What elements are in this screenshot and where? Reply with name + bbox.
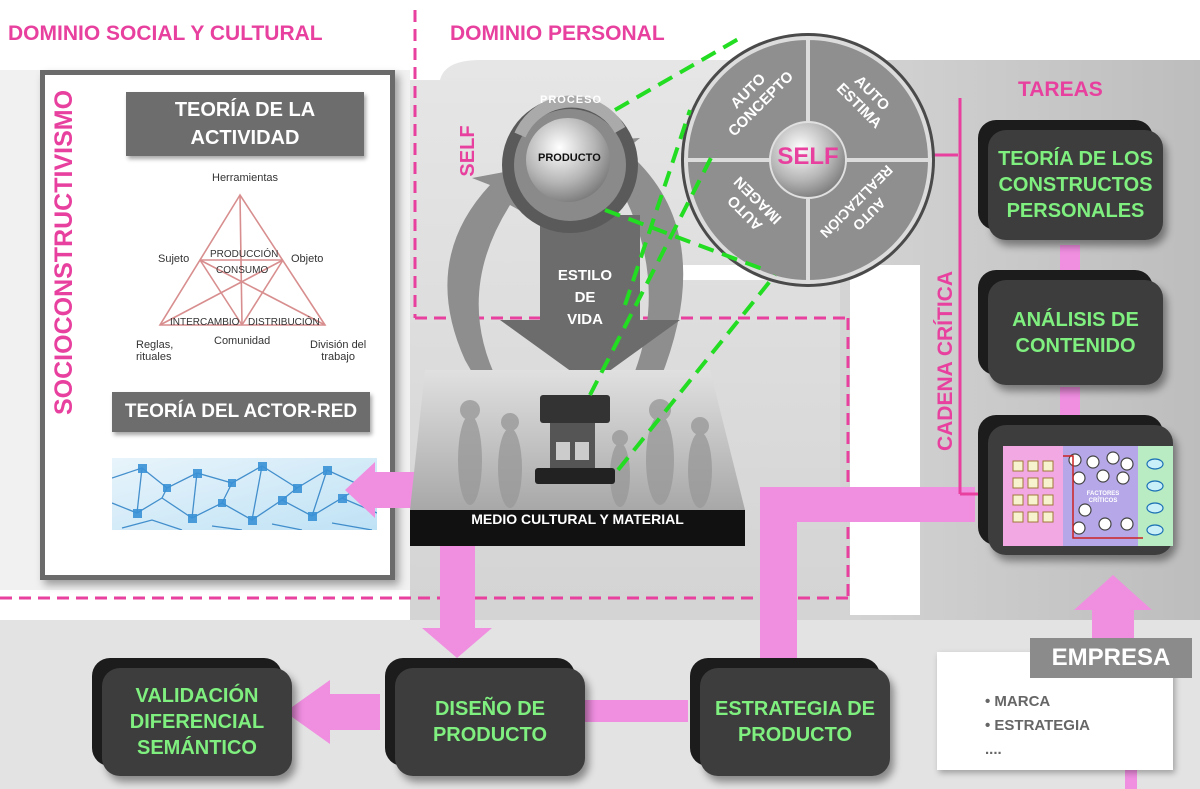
self-center-label: SELF	[777, 143, 839, 170]
analisis-label: ANÁLISIS DE CONTENIDO	[1012, 308, 1139, 357]
connector-estrategia-diseno	[583, 700, 688, 722]
estilo-arrow	[500, 215, 680, 385]
validacion-label: VALIDACIÓN DIFERENCIAL SEMÁNTICO	[129, 685, 265, 759]
triangle-herramientas: Herramientas	[212, 172, 279, 184]
empresa-title: EMPRESA	[1030, 638, 1192, 678]
diseno-label: DISEÑO DE PRODUCTO	[432, 698, 548, 746]
empresa-item-estrategia: • ESTRATEGIA	[985, 717, 1090, 734]
actor-network-image	[112, 458, 377, 530]
empresa-item-more: ....	[985, 741, 1002, 758]
analisis-box: ANÁLISIS DE CONTENIDO	[988, 280, 1163, 385]
wheel-quadrant-autoestima	[806, 35, 933, 162]
proceso-label: PROCESO	[540, 94, 603, 106]
left-cycle-arrow	[447, 170, 528, 395]
cadena-critica-label: CADENA CRÍTICA	[934, 270, 957, 452]
triangle-comunidad: Comunidad	[214, 335, 271, 347]
triangle-objeto: Objeto	[291, 253, 324, 265]
constructos-box: TEORÍA DE LOS CONSTRUCTOS PERSONALES	[988, 130, 1163, 240]
actor-network-title: TEORÍA DEL ACTOR-RED	[112, 392, 370, 432]
triangle-produccion: PRODUCCIÓN	[210, 249, 279, 260]
arrow-estrategia-to-cadena	[760, 487, 975, 665]
triangle-division: División del trabajo	[310, 339, 367, 363]
empresa-item-marca: • MARCA	[985, 693, 1051, 710]
connector-right-1	[1060, 245, 1080, 273]
triangle-consumo: CONSUMO	[216, 265, 269, 276]
estilo-de-vida-label: ESTILO DE VIDA	[557, 267, 613, 328]
connector-right-2	[1060, 387, 1080, 417]
factores-criticos-label: FACTORES CRÍTICOS	[1086, 491, 1120, 504]
cultural-medium-platform	[410, 370, 745, 546]
medio-cultural-label: MEDIO CULTURAL Y MATERIAL	[471, 511, 684, 527]
triangle-intercambio: INTERCAMBIO	[170, 317, 240, 328]
factores-criticos-image	[1003, 446, 1173, 546]
triangle-distribucion: DISTRIBUCIÓN	[248, 317, 320, 328]
constructos-label: TEORÍA DE LOS CONSTRUCTOS PERSONALES	[998, 148, 1153, 222]
wheel-quadrant-autoimagen	[683, 158, 810, 285]
arrow-medio-to-diseno	[422, 545, 492, 658]
triangle-reglas: Reglas, rituales	[136, 339, 174, 363]
tareas-label: TAREAS	[1018, 78, 1103, 101]
wheel-quadrant-autoconcepto	[683, 35, 810, 162]
producto-label: PRODUCTO	[538, 152, 601, 164]
arrow-to-actor-network	[345, 462, 418, 518]
personal-domain-label: DOMINIO PERSONAL	[450, 22, 665, 45]
wheel-quadrant-autorrealizacion	[806, 158, 933, 285]
right-cycle-arrow	[600, 138, 684, 430]
activity-triangle	[158, 193, 327, 326]
arrow-diseno-to-validacion	[285, 680, 380, 744]
diseno-box: DISEÑO DE PRODUCTO	[395, 668, 585, 776]
triangle-sujeto: Sujeto	[158, 253, 190, 265]
estrategia-box: ESTRATEGIA DE PRODUCTO	[700, 668, 890, 776]
activity-theory-title: TEORÍA DE LA ACTIVIDAD	[126, 92, 364, 156]
estrategia-label: ESTRATEGIA DE PRODUCTO	[714, 698, 875, 746]
arrow-empresa-up	[1074, 575, 1152, 650]
validacion-box: VALIDACIÓN DIFERENCIAL SEMÁNTICO	[102, 668, 292, 776]
social-domain-label: DOMINIO SOCIAL Y CULTURAL	[8, 22, 323, 45]
empresa-list: • MARCA • ESTRATEGIA ....	[985, 690, 1090, 762]
